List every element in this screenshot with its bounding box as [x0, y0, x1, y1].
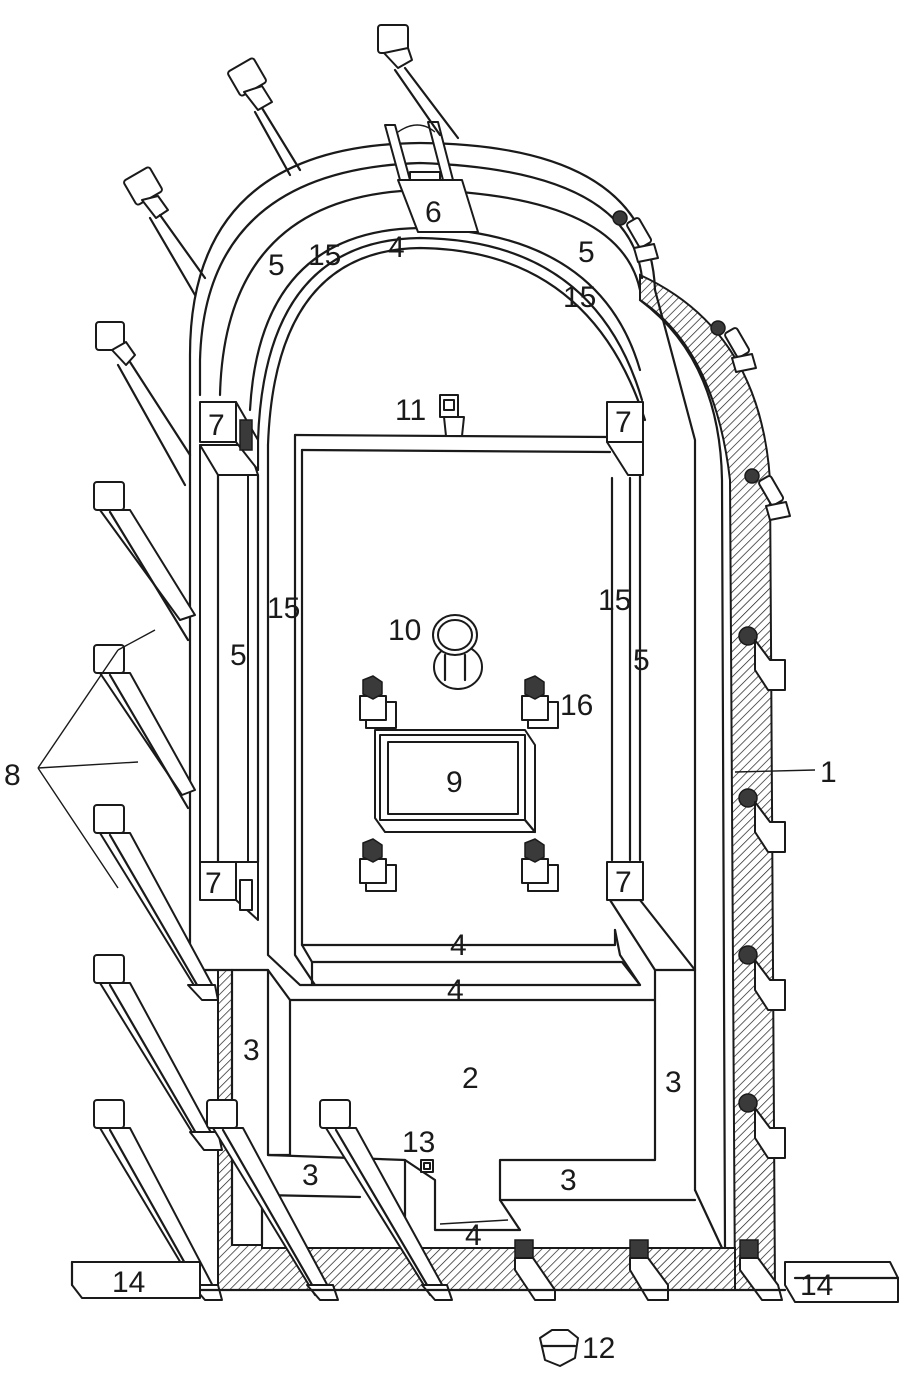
shell-clamp-2 — [738, 788, 786, 853]
label-14-right: 14 — [800, 1269, 833, 1302]
rod-adjuster-3 — [93, 804, 219, 1001]
rod-adjuster-2 — [93, 644, 196, 810]
label-15-right: 15 — [598, 584, 631, 617]
arch-frame — [188, 141, 727, 1250]
label-9: 9 — [446, 766, 463, 799]
top-clamp-6 — [384, 121, 479, 233]
stud-top-left — [359, 675, 397, 729]
shell-pins — [612, 210, 791, 1159]
central-block-9 — [374, 729, 537, 834]
label-7-bottom-left: 7 — [205, 867, 222, 900]
label-14-left: 14 — [112, 1266, 145, 1299]
nut-12 — [539, 1329, 579, 1367]
left-rail-5 — [199, 438, 260, 864]
stud-top-right — [521, 675, 559, 729]
adjuster-left-2 — [95, 321, 192, 487]
adjuster-top — [377, 24, 460, 140]
shell-clamp-4 — [738, 1093, 786, 1159]
corner-block-top-left — [199, 401, 259, 471]
label-8: 8 — [4, 759, 21, 792]
adjuster-upper-left — [227, 57, 302, 177]
label-4-bed-upper: 4 — [450, 929, 467, 962]
rod-adjuster-1 — [93, 481, 196, 642]
label-16: 16 — [560, 689, 593, 722]
label-10: 10 — [388, 614, 421, 647]
label-5-right: 5 — [633, 644, 650, 677]
label-15-arch-left: 15 — [308, 239, 341, 272]
label-7-top-right: 7 — [615, 406, 632, 439]
label-6: 6 — [425, 196, 442, 229]
marker-13 — [420, 1159, 434, 1173]
corner-block-top-right — [606, 401, 644, 476]
label-2: 2 — [462, 1062, 479, 1095]
adjuster-left-1 — [123, 166, 207, 297]
corner-block-bottom-left — [199, 861, 259, 921]
label-4-bed-lower: 4 — [447, 974, 464, 1007]
stud-bottom-right — [521, 838, 559, 892]
label-5-arch-right: 5 — [578, 236, 595, 269]
base-bar-left — [70, 1260, 201, 1299]
label-1: 1 — [820, 756, 837, 789]
ring-component-10 — [432, 614, 483, 690]
label-5-arch-left: 5 — [268, 249, 285, 282]
base-bar-right — [784, 1261, 900, 1303]
rod-adjuster-7 — [319, 1099, 453, 1301]
label-15-arch-right: 15 — [563, 281, 596, 314]
label-5-left: 5 — [230, 639, 247, 672]
stud-bottom-left — [359, 838, 397, 892]
label-4-top: 4 — [388, 231, 405, 264]
arch-adjusters — [95, 24, 460, 487]
track-3-region — [188, 968, 697, 1249]
label-12: 12 — [582, 1332, 615, 1365]
label-7-bottom-right: 7 — [615, 866, 632, 899]
labels: 1 2 3 3 3 3 4 4 4 4 5 5 5 5 6 7 7 7 7 8 … — [4, 196, 837, 1365]
rod-adjusters-8 — [37, 481, 453, 1301]
sensor-11 — [439, 394, 465, 437]
leader-1 — [734, 769, 816, 773]
label-3-right: 3 — [665, 1066, 682, 1099]
shell-clamp-1 — [738, 626, 786, 691]
label-3-bottom-left: 3 — [302, 1159, 319, 1192]
shell-clamp-3 — [738, 945, 786, 1011]
label-3-bottom-right: 3 — [560, 1164, 577, 1197]
label-15-left: 15 — [267, 592, 300, 625]
corner-block-bottom-right — [606, 861, 644, 901]
label-11: 11 — [395, 394, 426, 427]
rod-adjuster-6 — [206, 1099, 339, 1301]
label-13: 13 — [402, 1126, 435, 1159]
label-4-bottom: 4 — [465, 1219, 482, 1252]
label-3-left: 3 — [243, 1034, 260, 1067]
label-7-top-left: 7 — [208, 409, 225, 442]
rod-adjuster-4 — [93, 954, 223, 1151]
